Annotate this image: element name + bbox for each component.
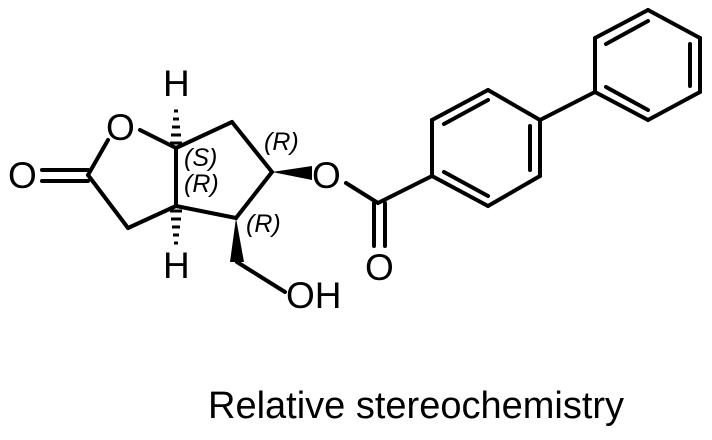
bond-carbonyl-aryl: [376, 174, 434, 205]
atom-hydroxyl: OH: [286, 275, 342, 316]
benzene-ring-1: [430, 88, 542, 208]
atom-hydrogen-bottom: H: [163, 245, 190, 286]
bond-ch2-o: [235, 260, 287, 294]
caption: Relative stereochemistry: [208, 385, 625, 427]
benzene-ring-2: [593, 8, 702, 122]
atom-carbonyl-oxygen-ester: O: [365, 247, 394, 288]
atom-hydrogen-top: H: [163, 63, 190, 104]
bond-o1-c3a: [138, 128, 178, 150]
bond-c3-c3b: [126, 204, 178, 230]
hashed-bond-top: [170, 109, 182, 145]
atom-carbonyl-oxygen-lactone: O: [8, 155, 37, 196]
bond-o-carbonyl: [344, 181, 380, 205]
wedge-bond-ester: [272, 166, 312, 180]
bond-biaryl: [538, 90, 597, 122]
hashed-bond-bottom: [170, 209, 182, 245]
bond-c3a-c4: [174, 120, 234, 150]
stereo-label-ch2oh-carbon: (R): [246, 210, 281, 238]
bond-c4-c5: [230, 120, 274, 174]
stereo-label-c1: (S): [184, 144, 217, 172]
atom-ester-oxygen: O: [312, 155, 341, 196]
bond-c2-c3: [86, 173, 130, 230]
bond-c6-c3b: [174, 204, 238, 220]
bond-c2-o1: [86, 138, 110, 177]
wedge-bond-ch2: [230, 218, 244, 262]
stereo-label-c5: (R): [184, 170, 219, 198]
bond-c5-c6: [234, 170, 274, 220]
atom-ring-oxygen: O: [106, 107, 135, 148]
stereo-label-ester-carbon: (R): [264, 128, 299, 156]
